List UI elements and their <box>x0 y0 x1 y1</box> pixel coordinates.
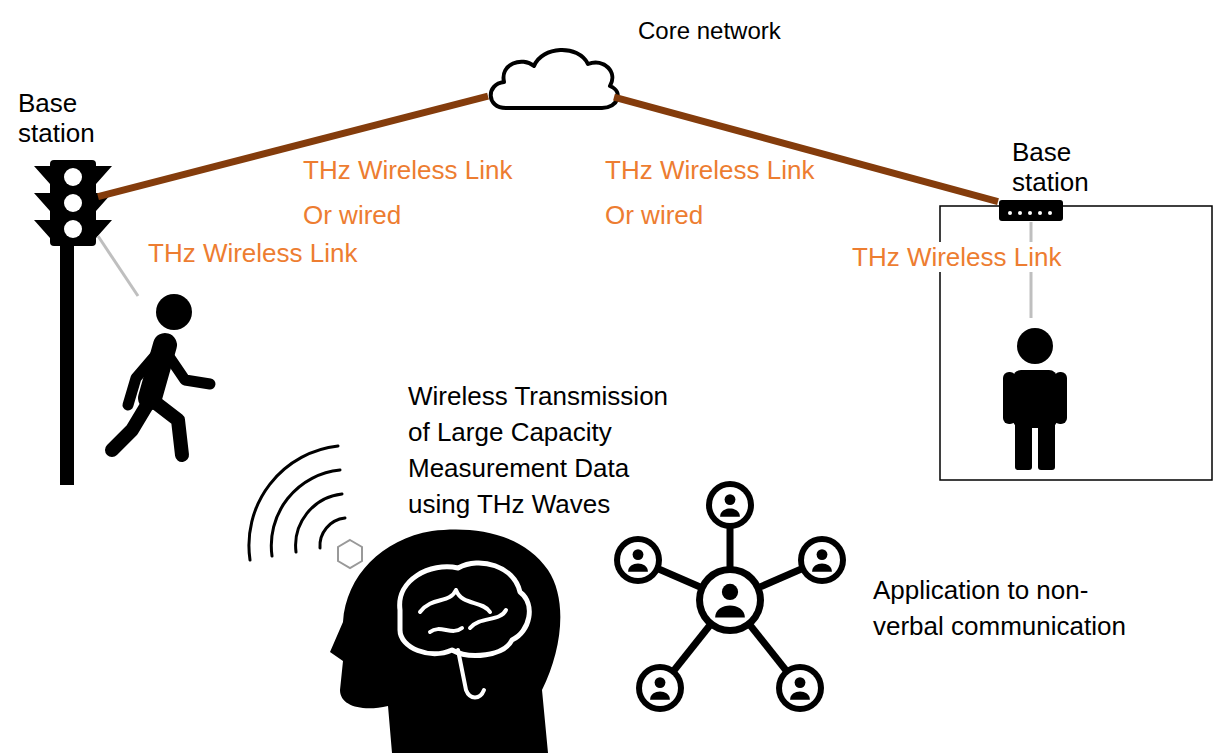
traffic-light-icon <box>34 160 112 485</box>
standing-person-icon <box>1003 328 1067 470</box>
network-person <box>790 692 810 700</box>
node-label: Base station <box>1012 137 1122 197</box>
network-person <box>782 670 818 706</box>
base-station: Base station <box>998 199 1064 222</box>
network-person <box>703 573 757 627</box>
network-person <box>725 494 736 505</box>
wireless-leader <box>98 236 138 296</box>
backhaul-link <box>614 97 998 201</box>
wave-arcs <box>249 446 345 560</box>
network-person <box>776 664 824 712</box>
network-person <box>795 677 806 688</box>
description-text: Wireless Transmission of Large Capacity … <box>408 378 678 522</box>
edge-label: THz Wireless Link Or wired <box>303 148 543 238</box>
network-person <box>655 677 666 688</box>
network-person <box>628 564 648 572</box>
network-person <box>636 664 684 712</box>
network-person <box>706 481 754 529</box>
network-person <box>633 549 644 560</box>
link-label: THz Wireless Link <box>148 238 357 268</box>
network-person <box>812 564 832 572</box>
network-person <box>715 605 745 617</box>
network-person <box>720 509 740 517</box>
walking-person-icon <box>112 294 210 455</box>
network-person <box>712 487 748 523</box>
network-person <box>650 692 670 700</box>
network-person <box>798 536 846 584</box>
network-person <box>642 670 678 706</box>
head-brain-icon <box>330 529 560 753</box>
cloud-outline <box>491 50 618 108</box>
network-person <box>696 566 764 634</box>
network-person <box>620 542 656 578</box>
link-label: THz Wireless Link <box>850 242 1063 272</box>
network-person <box>817 549 828 560</box>
node-label: Base station <box>18 88 118 148</box>
network-person <box>804 542 840 578</box>
router-icon <box>999 200 1063 221</box>
core-network-cloud: Core network <box>488 48 614 112</box>
edge-label: THz Wireless Link Or wired <box>605 148 845 238</box>
base-station: Base station <box>48 158 98 248</box>
network-icon <box>614 481 846 712</box>
network-person <box>722 584 738 600</box>
application-text: Application to non-verbal communication <box>873 572 1153 644</box>
network-person <box>614 536 662 584</box>
node-label: Core network <box>638 16 781 46</box>
